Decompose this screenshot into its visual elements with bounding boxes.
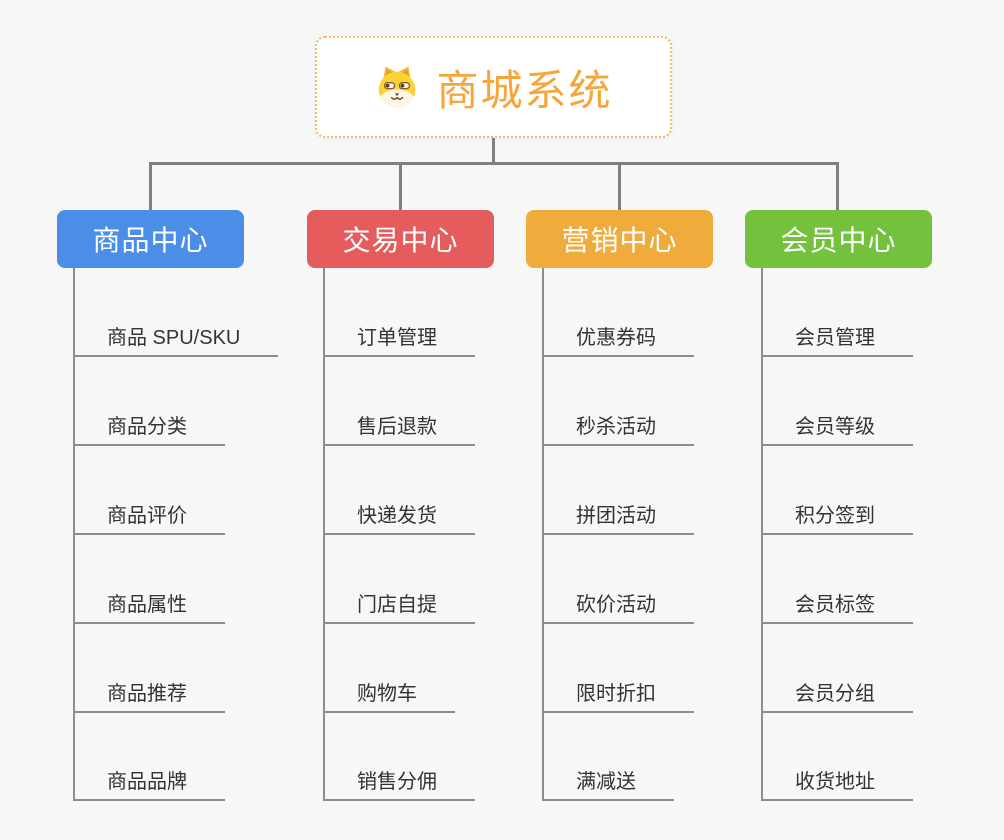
connector-drop-marketing	[618, 162, 621, 212]
leaf-topic[interactable]: 拼团活动	[542, 499, 694, 535]
leaf-topic[interactable]: 商品 SPU/SKU	[73, 321, 279, 357]
root-topic[interactable]: 商城系统	[315, 36, 672, 138]
leaf-topic[interactable]: 收货地址	[761, 765, 913, 801]
leaf-topic[interactable]: 商品评价	[73, 499, 225, 535]
dog-face-icon	[379, 66, 416, 109]
branch-group-marketing: 营销中心 优惠券码 秒杀活动 拼团活动 砍价活动 限时折扣 满减送	[526, 210, 776, 830]
leaf-topic[interactable]: 会员管理	[761, 321, 913, 357]
leaf-topic[interactable]: 商品属性	[73, 588, 225, 624]
leaf-topic[interactable]: 会员等级	[761, 410, 913, 446]
branch-topic-label: 交易中心	[342, 225, 459, 256]
leaf-topic[interactable]: 快递发货	[323, 499, 475, 535]
branch-group-member: 会员中心 会员管理 会员等级 积分签到 会员标签 会员分组 收货地址	[745, 210, 995, 830]
branch-topic[interactable]: 营销中心	[526, 210, 713, 268]
branch-topic-label: 商品中心	[92, 225, 209, 256]
leaf-topic[interactable]: 商品推荐	[73, 677, 225, 713]
branch-group-products: 商品中心 商品 SPU/SKU 商品分类 商品评价 商品属性 商品推荐 商品品牌	[57, 210, 307, 830]
branch-topic-label: 营销中心	[561, 225, 678, 256]
leaf-topic[interactable]: 限时折扣	[542, 677, 694, 713]
branch-topic[interactable]: 会员中心	[745, 210, 932, 268]
leaf-topic[interactable]: 订单管理	[323, 321, 475, 357]
leaf-topic[interactable]: 满减送	[542, 765, 674, 801]
leaf-topic[interactable]: 购物车	[323, 677, 455, 713]
branch-topic[interactable]: 商品中心	[57, 210, 244, 268]
leaf-topic[interactable]: 商品分类	[73, 410, 225, 446]
leaf-topic[interactable]: 会员分组	[761, 677, 913, 713]
leaf-topic[interactable]: 砍价活动	[542, 588, 694, 624]
leaf-topic[interactable]: 商品品牌	[73, 765, 225, 801]
connector-drop-products	[149, 162, 152, 212]
leaf-topic[interactable]: 门店自提	[323, 588, 475, 624]
leaf-topic[interactable]: 秒杀活动	[542, 410, 694, 446]
leaf-topic[interactable]: 售后退款	[323, 410, 475, 446]
root-topic-label: 商城系统	[436, 66, 613, 114]
leaf-topic[interactable]: 优惠券码	[542, 321, 694, 357]
leaf-topic[interactable]: 销售分佣	[323, 765, 475, 801]
leaf-topic[interactable]: 会员标签	[761, 588, 913, 624]
connector-root-stem	[492, 138, 495, 164]
connector-horizontal-bar	[149, 162, 839, 165]
connector-drop-trade	[399, 162, 402, 212]
branch-topic[interactable]: 交易中心	[307, 210, 494, 268]
connector-drop-member	[836, 162, 839, 212]
leaf-topic[interactable]: 积分签到	[761, 499, 913, 535]
branch-group-trade: 交易中心 订单管理 售后退款 快递发货 门店自提 购物车 销售分佣	[307, 210, 557, 830]
branch-topic-label: 会员中心	[780, 225, 897, 256]
